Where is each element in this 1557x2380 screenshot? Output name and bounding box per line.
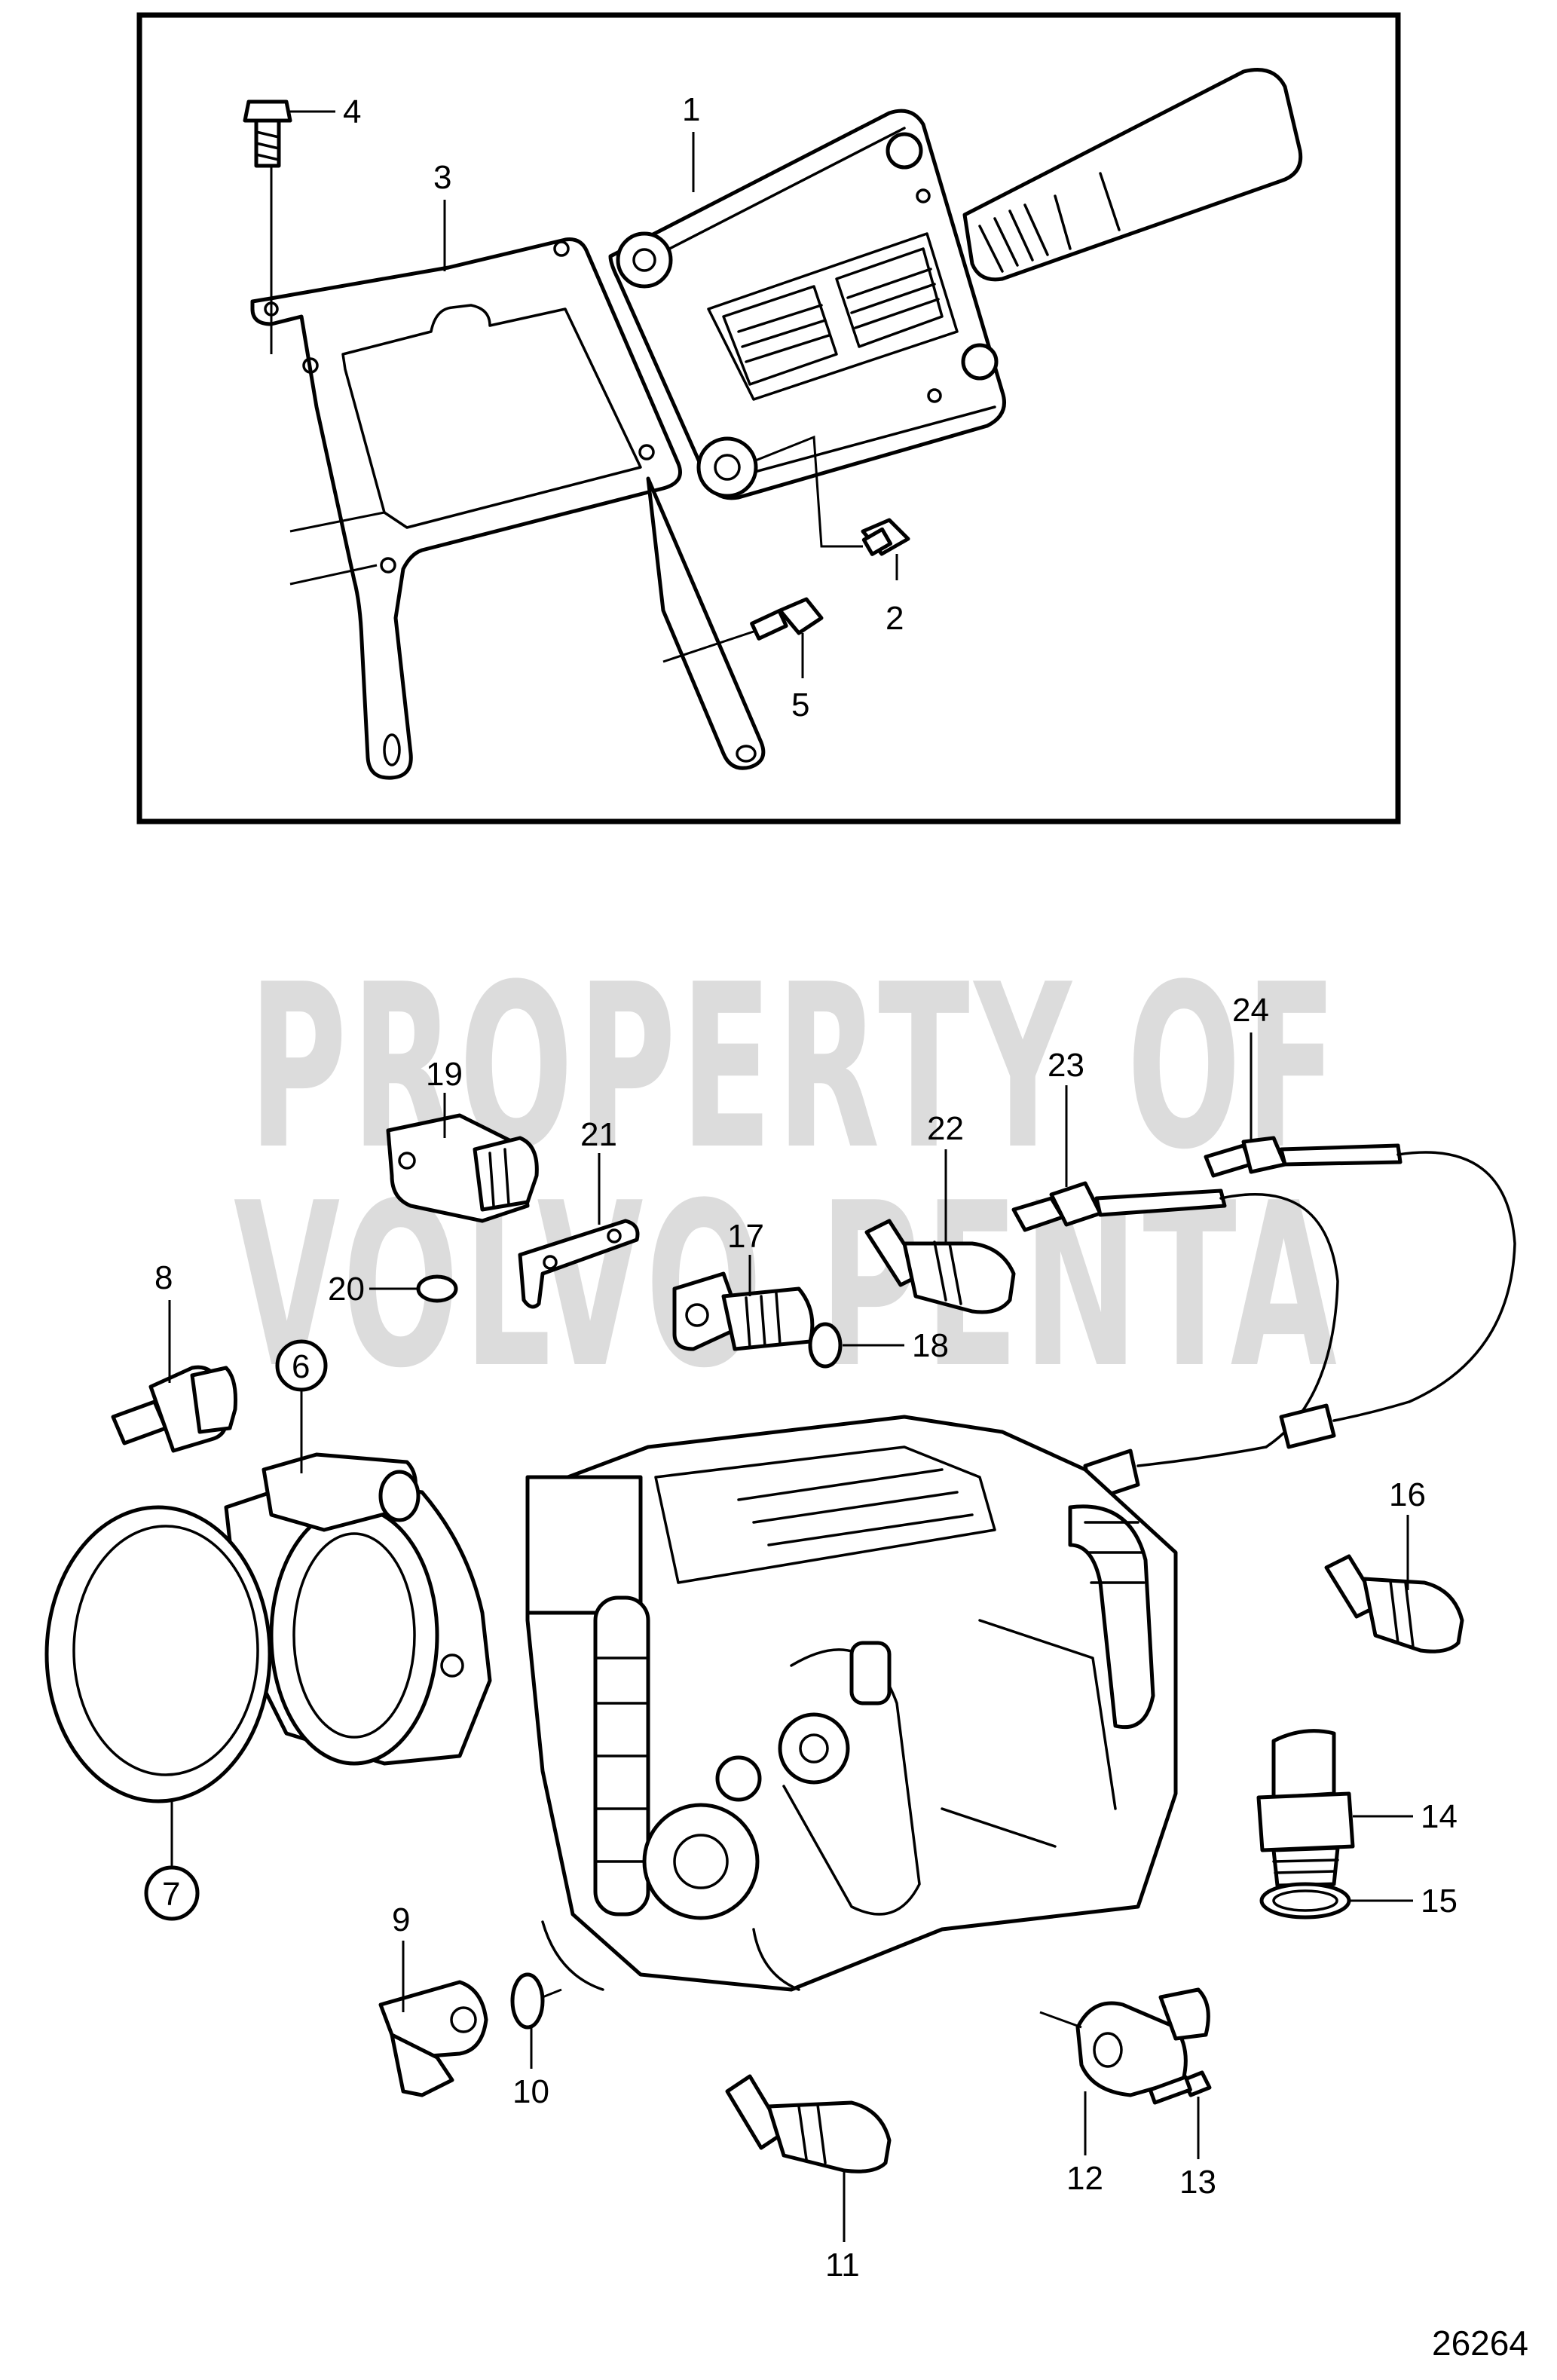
- callout-3: 3: [433, 159, 451, 196]
- throttle-cover-7: [44, 1505, 272, 1803]
- callout-7: 7: [162, 1876, 180, 1913]
- leader-10: [530, 1988, 562, 2069]
- callout-2: 2: [886, 600, 904, 637]
- temperature-sensor-16: [1324, 1554, 1464, 1653]
- callout-20: 20: [328, 1271, 365, 1308]
- leader-bracket-lower: [289, 511, 385, 586]
- callout-circle-6: [275, 1339, 328, 1392]
- callout-8: 8: [154, 1259, 173, 1296]
- callout-15: 15: [1421, 1883, 1458, 1920]
- map-sensor-19: [386, 1113, 539, 1223]
- mounting-bracket: [250, 237, 766, 780]
- callout-22: 22: [927, 1110, 964, 1147]
- oxygen-sensor-24: [1204, 1136, 1516, 1449]
- o-ring-20: [416, 1274, 458, 1303]
- oxygen-sensor-23: [1011, 1181, 1339, 1502]
- o-ring-10: [510, 1972, 545, 2030]
- callout-5: 5: [791, 687, 809, 723]
- leader-2: [753, 435, 898, 580]
- temperature-sensor-8: [111, 1365, 237, 1453]
- callout-21: 21: [580, 1116, 617, 1153]
- o-ring-18: [808, 1322, 843, 1369]
- bolt-5: [750, 597, 824, 641]
- engine-assembly: [525, 1415, 1178, 1992]
- temperature-sensor-22: [864, 1219, 1016, 1314]
- callout-4: 4: [343, 93, 361, 130]
- callout-13: 13: [1179, 2164, 1216, 2201]
- drawing-number: 26264: [1432, 2323, 1528, 2363]
- callout-12: 12: [1066, 2160, 1103, 2197]
- pressure-sensor-14: [1256, 1729, 1355, 1888]
- bracket-21: [518, 1219, 640, 1309]
- bolt-4: [243, 99, 292, 168]
- leader-4: [270, 110, 335, 354]
- callout-19: 19: [426, 1056, 463, 1093]
- callout-10: 10: [512, 2073, 549, 2110]
- callout-24: 24: [1232, 992, 1269, 1029]
- leader-5: [662, 630, 804, 678]
- position-sensor-9: [378, 1980, 488, 2097]
- ecu-control-unit: [608, 109, 1006, 500]
- callout-9: 9: [392, 1901, 410, 1938]
- callout-14: 14: [1421, 1798, 1458, 1835]
- ecu-connector-plug: [962, 68, 1303, 282]
- leader-12: [1039, 2011, 1087, 2155]
- callout-23: 23: [1048, 1047, 1084, 1084]
- knock-sensor-12: [1075, 1987, 1210, 2097]
- callout-11: 11: [825, 2247, 860, 2284]
- callout-6: 6: [292, 1348, 310, 1385]
- bolt-13: [1148, 2070, 1212, 2105]
- callout-1: 1: [682, 91, 700, 128]
- callout-17: 17: [727, 1218, 764, 1255]
- bolt-2: [861, 518, 910, 556]
- callout-18: 18: [912, 1327, 949, 1364]
- callout-16: 16: [1389, 1476, 1426, 1513]
- temperature-sensor-11: [725, 2074, 892, 2174]
- ecu-detail-frame: [136, 12, 1401, 824]
